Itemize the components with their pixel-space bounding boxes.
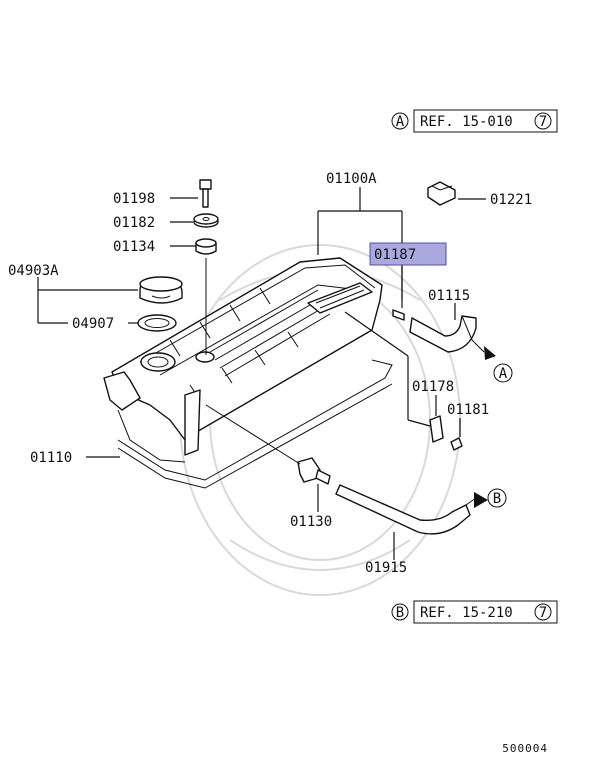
label-01130: 01130 [290,514,332,530]
label-01198: 01198 [113,191,155,207]
label-04903A: 04903A [8,263,59,279]
plug-01187 [392,309,405,321]
grommet-01134 [195,238,217,255]
leader-lines [37,187,486,560]
figure-number: 500004 [502,742,548,755]
label-01187: 01187 [374,247,416,263]
oil-cap-04903A [139,276,183,304]
marker-b: B [487,488,507,508]
marker-a-letter: A [499,366,508,382]
hose-01915 [335,484,488,535]
part-labels: 01100A 01221 01198 01182 01134 04903A 04… [8,171,532,576]
reference-b: B REF. 15-210 7 [391,600,558,624]
label-01221: 01221 [490,192,532,208]
label-01181: 01181 [447,402,489,418]
label-01182: 01182 [113,215,155,231]
highlight-01187 [369,242,447,266]
marker-a: A [493,363,513,383]
clip-01178 [429,415,444,443]
label-01178: 01178 [412,379,454,395]
label-01100A: 01100A [326,171,377,187]
reference-a-letter: A [396,114,405,130]
marker-b-letter: B [493,491,501,507]
label-01115: 01115 [428,288,470,304]
pcv-valve-01130 [297,457,331,485]
washer-01182 [193,213,219,228]
hose-01115 [409,315,496,360]
gasket-04907 [137,314,177,332]
bolt-01198 [199,179,212,208]
reference-a: A REF. 15-010 7 [391,109,558,133]
reference-b-num: 7 [539,605,547,621]
screw-01181 [450,437,463,451]
reference-b-text: REF. 15-210 [420,605,513,621]
reference-a-num: 7 [539,114,547,130]
cap-01221 [427,181,456,206]
label-04907: 04907 [72,316,114,332]
reference-a-text: REF. 15-010 [420,114,513,130]
reference-b-letter: B [396,605,404,621]
valve-cover [103,257,393,489]
label-01110: 01110 [30,450,72,466]
label-01134: 01134 [113,239,155,255]
label-01915: 01915 [365,560,407,576]
